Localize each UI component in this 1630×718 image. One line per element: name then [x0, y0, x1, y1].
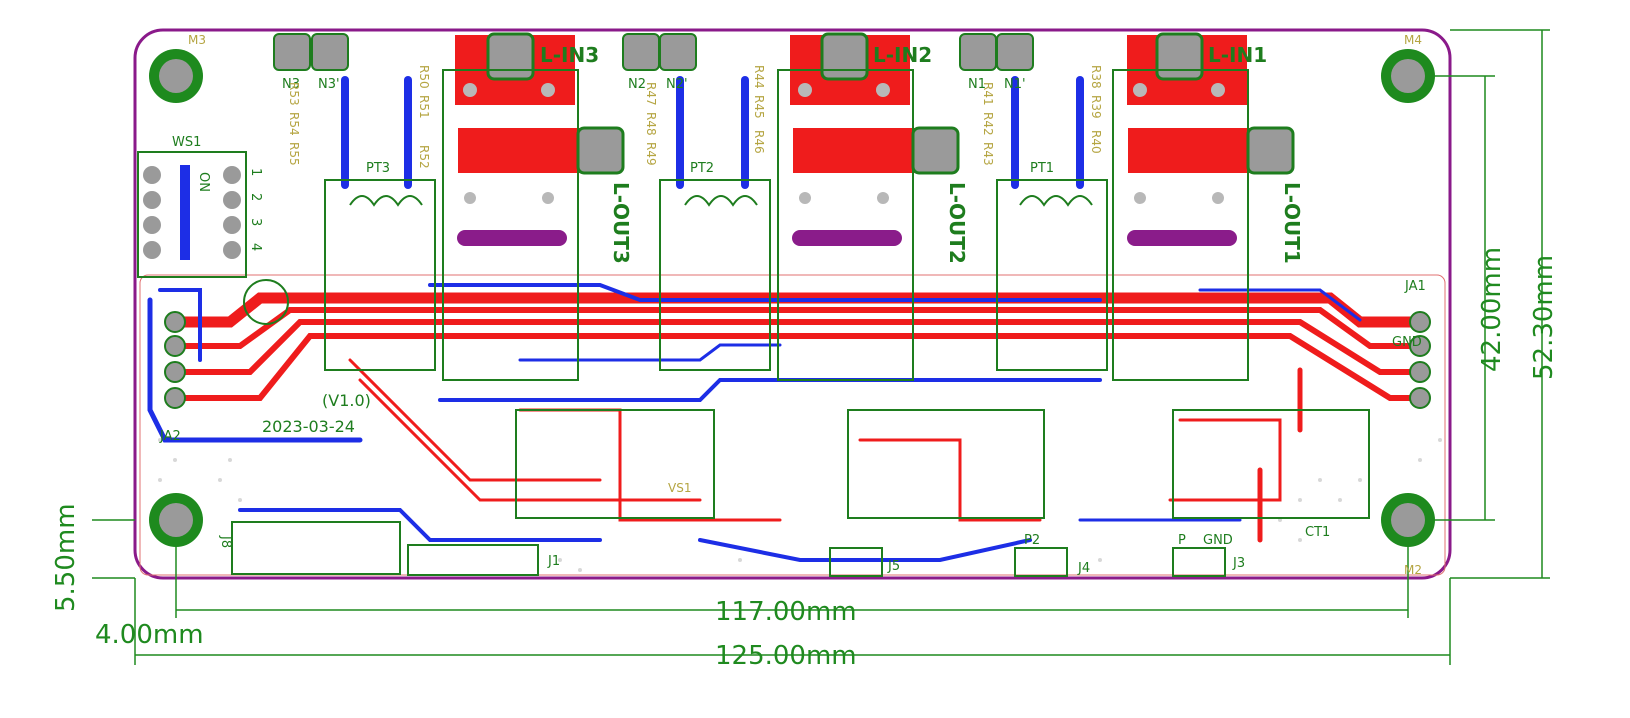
neutral-label-n3p: N3' [318, 77, 340, 92]
terminal-block-2 [777, 32, 960, 381]
mounting-holes [149, 49, 1435, 547]
resistor-label-r40: R40 [1089, 130, 1103, 154]
resistor-label-r47: R47 [644, 82, 658, 106]
transformer-label-pt3: PT3 [366, 161, 390, 176]
resistor-label-r54: R54 [287, 112, 301, 136]
resistor-label-r53: R53 [287, 82, 301, 106]
pad-label-p: P [1178, 533, 1186, 548]
resistor-label-r51: R51 [417, 95, 431, 119]
pin-number-3: 3 [248, 218, 263, 226]
ws1-switch [137, 151, 247, 278]
transformer-label-pt1: PT1 [1030, 161, 1054, 176]
connector-label-j8: J8 [218, 535, 233, 548]
dimension-lines [92, 29, 1550, 665]
resistor-label-r45: R45 [752, 95, 766, 119]
neutral-label-n2p: N2' [666, 77, 688, 92]
neutral-label-n1p: N1' [1004, 77, 1026, 92]
connector-label-ws1: WS1 [172, 135, 201, 150]
connector-label-j3: J3 [1232, 556, 1245, 571]
connector-label-ja1: JA1 [1404, 279, 1426, 294]
output-label-1: L-OUT1 [1280, 182, 1304, 264]
connector-label-j4: J4 [1077, 561, 1090, 576]
mount-label-m4: M4 [1404, 33, 1422, 47]
connector-label-j5: J5 [887, 559, 900, 574]
resistor-label-r50: R50 [417, 65, 431, 89]
pad-label-gnd: GND [1392, 335, 1422, 350]
resistor-label-r48: R48 [644, 112, 658, 136]
connector-label-ja2: JA2 [159, 429, 181, 444]
terminal-label-3: L-IN3 [540, 43, 599, 67]
resistor-label-r39: R39 [1089, 95, 1103, 119]
terminal-label-2: L-IN2 [873, 43, 932, 67]
output-label-2: L-OUT2 [945, 182, 969, 264]
pin-number-1: 1 [248, 168, 263, 176]
pin-number-4: 4 [248, 243, 263, 251]
pad-label-p2: P2 [1024, 533, 1040, 548]
dim-height-total: 52.30mm [1529, 255, 1559, 380]
mount-label-m2: M2 [1404, 563, 1422, 577]
resistor-label-r49: R49 [644, 142, 658, 166]
dim-height-holes: 42.00mm [1477, 247, 1507, 372]
bottom-layer-traces [147, 76, 1362, 562]
connector-label-j1: J1 [547, 554, 560, 569]
terminal-label-1: L-IN1 [1208, 43, 1267, 67]
dim-hole-offset-x: 4.00mm [95, 620, 204, 650]
dim-hole-offset-y: 5.50mm [51, 503, 81, 612]
pin-number-2: 2 [248, 193, 263, 201]
neutral-label-n2: N2 [628, 77, 646, 92]
ws-on-label: ON [196, 172, 211, 192]
pad-label-gnd-j3: GND [1203, 533, 1233, 548]
mount-label-m3: M3 [188, 33, 206, 47]
date-text: 2023-03-24 [262, 417, 355, 436]
resistor-label-r46: R46 [752, 130, 766, 154]
resistor-label-r55: R55 [287, 142, 301, 166]
board-outline [133, 28, 1452, 580]
top-layer-traces [169, 292, 1426, 543]
dim-width-holes: 117.00mm [715, 597, 857, 627]
resistor-label-r41: R41 [981, 82, 995, 106]
connector-label-vs1: VS1 [668, 481, 691, 495]
resistor-label-r52: R52 [417, 145, 431, 169]
connector-pads [164, 311, 1431, 577]
version-text: (V1.0) [322, 391, 371, 410]
neutral-pads [273, 33, 1034, 71]
dim-width-total: 125.00mm [715, 641, 857, 671]
via-field [158, 438, 1442, 572]
terminal-block-3 [442, 32, 625, 381]
resistor-label-r42: R42 [981, 112, 995, 136]
lower-section-outline [139, 274, 1446, 576]
neutral-label-n3: N3 [282, 77, 300, 92]
resistor-label-r43: R43 [981, 142, 995, 166]
transformer-outlines [324, 179, 1108, 371]
resistor-label-r44: R44 [752, 65, 766, 89]
module-outlines [243, 279, 1370, 519]
connector-label-ct1: CT1 [1305, 525, 1330, 540]
terminal-block-1 [1112, 32, 1295, 381]
neutral-label-n1: N1 [968, 77, 986, 92]
resistor-label-r38: R38 [1089, 65, 1103, 89]
transformer-label-pt2: PT2 [690, 161, 714, 176]
output-label-3: L-OUT3 [609, 182, 633, 264]
